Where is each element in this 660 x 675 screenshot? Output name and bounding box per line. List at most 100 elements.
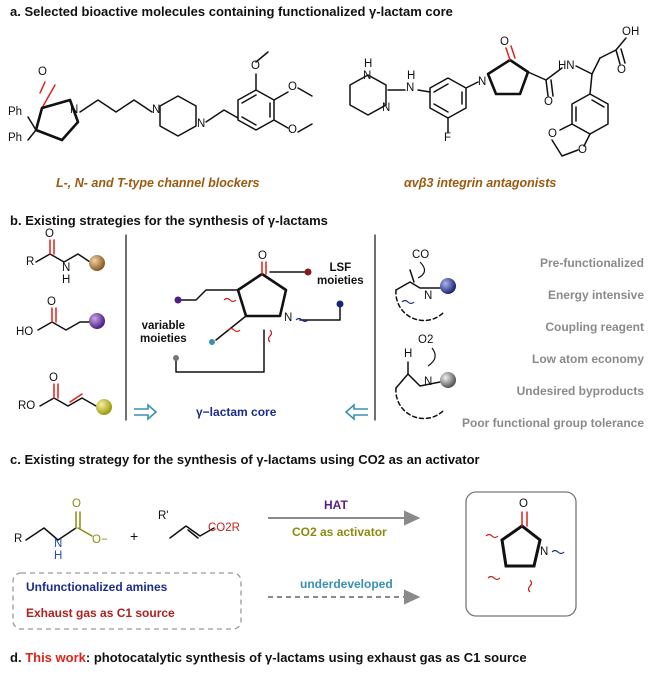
- atom-label: RO: [18, 400, 36, 412]
- lactam-ring-right: [486, 58, 530, 96]
- bond: [615, 49, 621, 65]
- bond: [545, 67, 563, 81]
- hat-label: HAT: [324, 498, 348, 512]
- bond: [615, 37, 627, 51]
- atom-label: O−: [92, 534, 108, 546]
- bond: [433, 83, 449, 93]
- right-bottom-skeleton: [395, 373, 441, 389]
- wavy-bond: [223, 297, 237, 303]
- atom-label: H: [404, 348, 413, 360]
- co-arrow: [417, 261, 426, 279]
- benzyl-link: [205, 109, 239, 123]
- bond: [69, 393, 83, 403]
- bond: [550, 79, 554, 97]
- drawback-item: Coupling reagent: [545, 320, 644, 334]
- atom-label: O: [72, 498, 81, 510]
- section-c-prefix: c.: [10, 452, 21, 467]
- hollow-arrow-left: [134, 403, 158, 421]
- section-c-header: c. Existing strategy for the synthesis o…: [10, 452, 480, 467]
- atom-label: O: [258, 250, 267, 262]
- amide-skeleton: [35, 253, 91, 263]
- atom-label: Ph: [8, 132, 23, 144]
- bond: [417, 89, 431, 93]
- section-b-title: Existing strategies for the synthesis of…: [25, 213, 328, 228]
- grey-dot: [173, 355, 179, 361]
- bond: [465, 81, 479, 89]
- atom-label: O: [500, 36, 509, 48]
- bond: [505, 47, 511, 61]
- bond: [527, 71, 547, 81]
- bond: [297, 87, 313, 97]
- atom-label: HO: [16, 326, 34, 338]
- bond: [620, 48, 626, 64]
- variable-line2: moieties: [140, 333, 187, 345]
- atom-label: O: [47, 296, 56, 308]
- bond: [255, 51, 269, 63]
- atom-label: CO2R: [208, 522, 240, 534]
- wavy-bond: [551, 549, 565, 555]
- variable-line1: variable: [141, 320, 186, 332]
- atom-label: O: [49, 372, 58, 384]
- bond: [559, 123, 573, 131]
- center-lactam-ring: [236, 272, 288, 318]
- bond: [273, 119, 289, 129]
- under-arrowhead: [404, 589, 421, 605]
- connector-right: [299, 304, 341, 321]
- section-a-title: Selected bioactive molecules containing …: [24, 4, 453, 19]
- atom-label: N: [406, 82, 415, 94]
- purple-sphere: [89, 313, 105, 329]
- atom-label: CO: [412, 249, 430, 261]
- bond: [591, 57, 601, 75]
- brown-sphere: [89, 255, 105, 271]
- lsf-label: LSF moieties: [317, 262, 364, 288]
- navy-dot: [336, 300, 344, 308]
- bond: [409, 269, 415, 283]
- atom-label: O: [548, 128, 557, 140]
- atom-label: N: [62, 262, 71, 274]
- dashed-ring-top: [395, 289, 445, 322]
- bond: [591, 99, 605, 108]
- atom-label: N: [424, 376, 433, 388]
- bond: [273, 91, 289, 101]
- section-c-title: Existing strategy for the synthesis of γ…: [24, 452, 480, 467]
- unfunctionalized-box: [12, 572, 242, 630]
- atom-label: N: [284, 312, 293, 324]
- wavy-bond: [227, 327, 241, 333]
- aryl-ring: [429, 77, 467, 119]
- product-box: [465, 491, 577, 617]
- dashed-ring-bottom: [395, 387, 445, 420]
- bond: [39, 81, 46, 94]
- underdeveloped-label: underdeveloped: [300, 577, 393, 591]
- caption-channel-blockers: L-, N- and T-type channel blockers: [56, 176, 260, 190]
- right-top-skeleton: [395, 281, 441, 291]
- atom-label: HN: [558, 60, 575, 72]
- atom-label: O: [45, 228, 54, 240]
- connector-top: [179, 289, 239, 301]
- atom-label: H: [54, 550, 63, 562]
- dioxole-ch2: [551, 139, 579, 157]
- atom-label: H: [407, 70, 416, 82]
- wavy-bond: [527, 579, 533, 593]
- atom-label: H: [364, 58, 373, 70]
- lsf-line1: LSF: [329, 262, 352, 274]
- bond: [241, 116, 257, 126]
- bond: [41, 84, 56, 109]
- wavy-bond: [487, 575, 501, 581]
- atom-label: H: [62, 274, 71, 286]
- atom-label: O: [519, 498, 528, 510]
- co2-activator-label: CO2 as activator: [292, 525, 387, 539]
- atom-label: O: [288, 124, 297, 136]
- benzodioxole-ring: [571, 93, 609, 135]
- bond: [27, 116, 37, 131]
- atom-label: R: [14, 533, 23, 545]
- atom-label: O: [617, 64, 626, 76]
- acrylate-c-skeleton: [169, 525, 215, 539]
- propyl-chain: [79, 99, 153, 113]
- atom-label: N: [70, 104, 79, 116]
- yellow-sphere: [96, 399, 112, 415]
- wavy-bond: [401, 299, 415, 305]
- wavy-bond: [485, 533, 499, 539]
- wavy-bond: [267, 329, 273, 343]
- section-b-prefix: b.: [10, 213, 22, 228]
- atom-label: Ph: [8, 106, 23, 118]
